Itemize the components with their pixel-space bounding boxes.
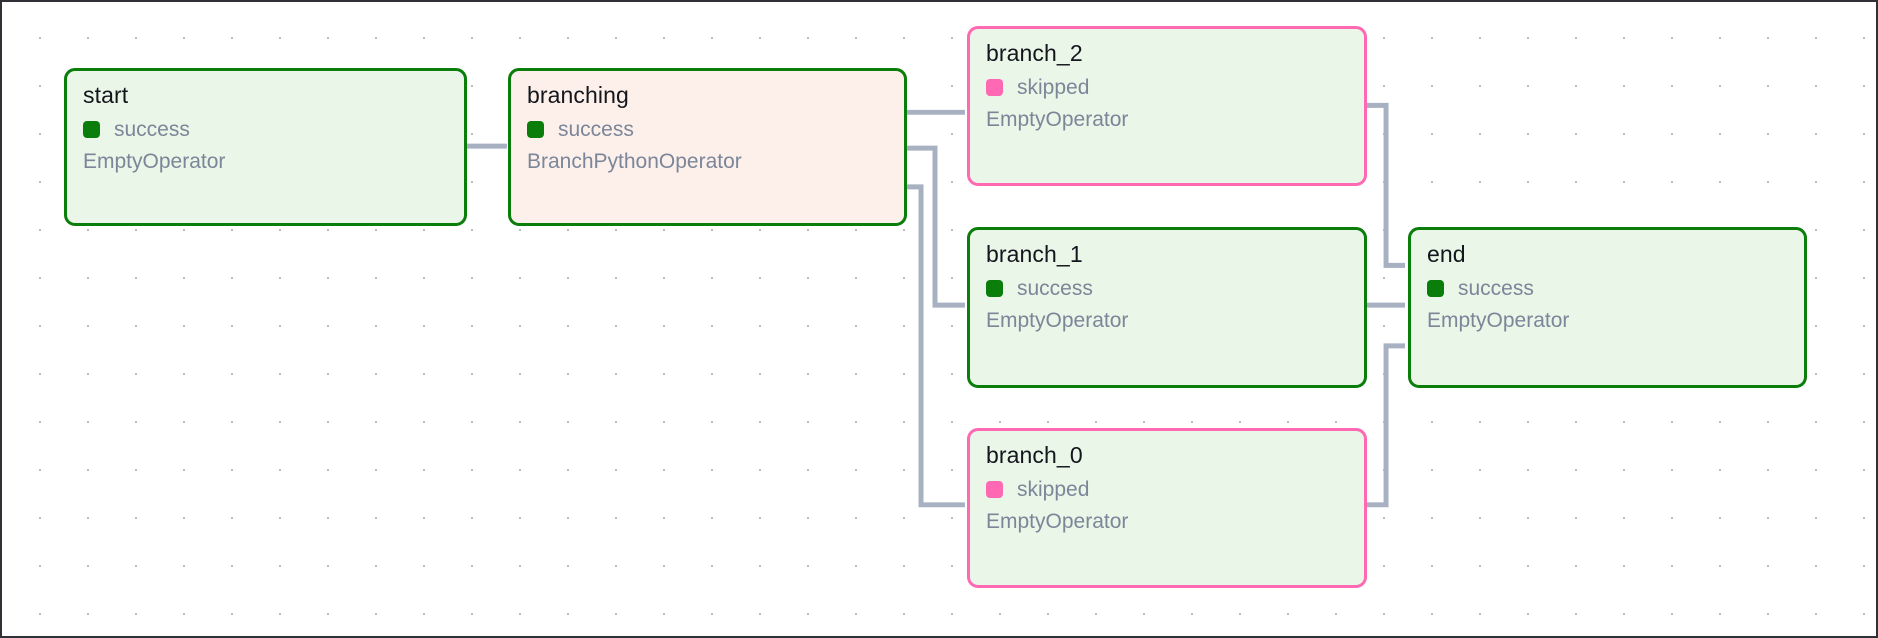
- status-swatch-icon: [83, 120, 100, 138]
- task-operator-label: BranchPythonOperator: [527, 149, 742, 173]
- task-status-row: skipped: [986, 77, 1348, 98]
- status-swatch-icon: [986, 78, 1003, 96]
- status-label: skipped: [1017, 75, 1090, 99]
- edge-branching-to-branch_0: [905, 184, 965, 508]
- task-operator-label: EmptyOperator: [986, 308, 1129, 332]
- edge-branching-to-branch_1: [905, 145, 965, 308]
- edge-branch_2-to-end: [1364, 102, 1406, 268]
- task-title: start: [83, 82, 129, 108]
- task-title: branching: [527, 82, 629, 108]
- status-label: success: [1017, 276, 1093, 300]
- task-operator-label: EmptyOperator: [1427, 308, 1570, 332]
- task-status-row: success: [1427, 278, 1788, 299]
- status-label: skipped: [1017, 477, 1090, 501]
- status-swatch-icon: [527, 120, 544, 138]
- status-swatch-icon: [986, 480, 1003, 498]
- task-operator-label: EmptyOperator: [986, 107, 1129, 131]
- task-title: branch_1: [986, 241, 1083, 267]
- task-status-row: success: [986, 278, 1348, 299]
- status-label: success: [1458, 276, 1534, 300]
- task-status-row: success: [527, 119, 888, 140]
- status-swatch-icon: [986, 279, 1003, 297]
- task-title: end: [1427, 241, 1466, 267]
- task-status-row: success: [83, 119, 448, 140]
- task-operator-label: EmptyOperator: [83, 149, 226, 173]
- status-label: success: [114, 117, 190, 141]
- task-title: branch_0: [986, 442, 1083, 468]
- task-operator-label: EmptyOperator: [986, 509, 1129, 533]
- status-swatch-icon: [1427, 279, 1444, 297]
- task-title: branch_2: [986, 40, 1083, 66]
- task-status-row: skipped: [986, 479, 1348, 500]
- status-label: success: [558, 117, 634, 141]
- edge-branch_0-to-end: [1364, 343, 1406, 508]
